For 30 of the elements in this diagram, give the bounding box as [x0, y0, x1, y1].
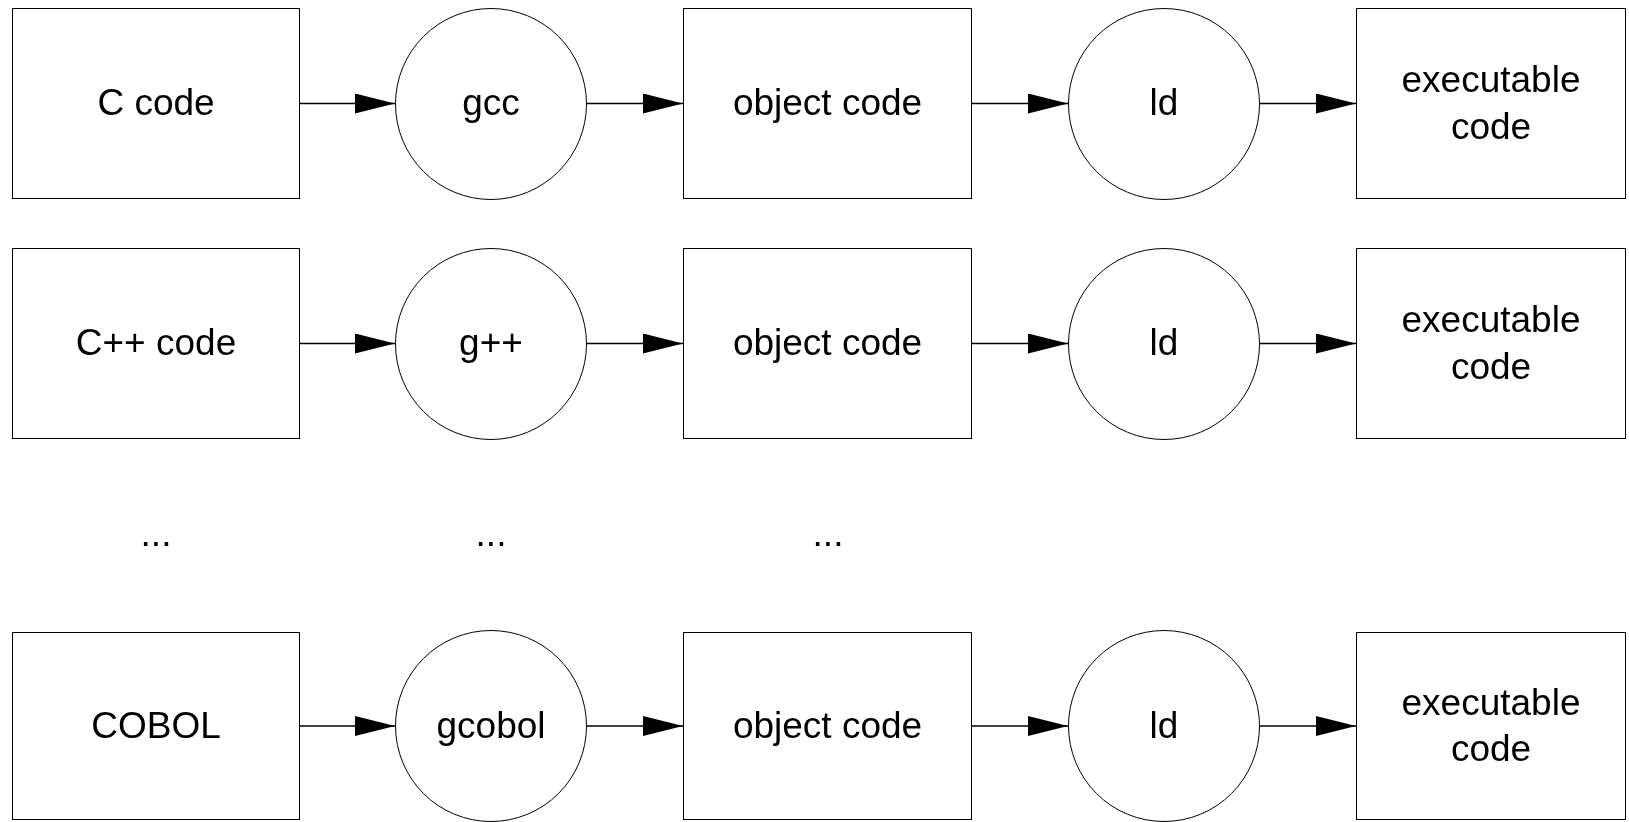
- file-box: object code: [683, 632, 972, 820]
- tool-circle: gcc: [395, 7, 587, 200]
- arrow: [299, 716, 396, 736]
- file-box: executable code: [1356, 632, 1626, 820]
- arrow: [971, 333, 1069, 354]
- tool-circle: gcobol: [395, 630, 587, 822]
- arrow: [1259, 93, 1357, 114]
- ellipsis-text: ...: [140, 513, 172, 555]
- ellipsis-text: ...: [475, 513, 507, 555]
- arrow: [971, 716, 1069, 736]
- tool-circle: ld: [1068, 247, 1260, 440]
- arrow: [299, 93, 396, 114]
- file-box: C code: [12, 8, 300, 199]
- ellipsis-text: ...: [812, 513, 844, 555]
- file-box: object code: [683, 248, 972, 439]
- tool-circle: ld: [1068, 630, 1260, 822]
- arrow: [1259, 716, 1357, 736]
- arrow: [1259, 333, 1357, 354]
- file-box: COBOL: [12, 632, 300, 820]
- tool-circle: g++: [395, 247, 587, 440]
- arrow: [299, 333, 396, 354]
- arrow: [586, 716, 684, 736]
- file-box: object code: [683, 8, 972, 199]
- arrow: [586, 333, 684, 354]
- file-box: C++ code: [12, 248, 300, 439]
- arrow: [971, 93, 1069, 114]
- file-box: executable code: [1356, 248, 1626, 439]
- file-box: executable code: [1356, 8, 1626, 199]
- arrow: [586, 93, 684, 114]
- tool-circle: ld: [1068, 7, 1260, 200]
